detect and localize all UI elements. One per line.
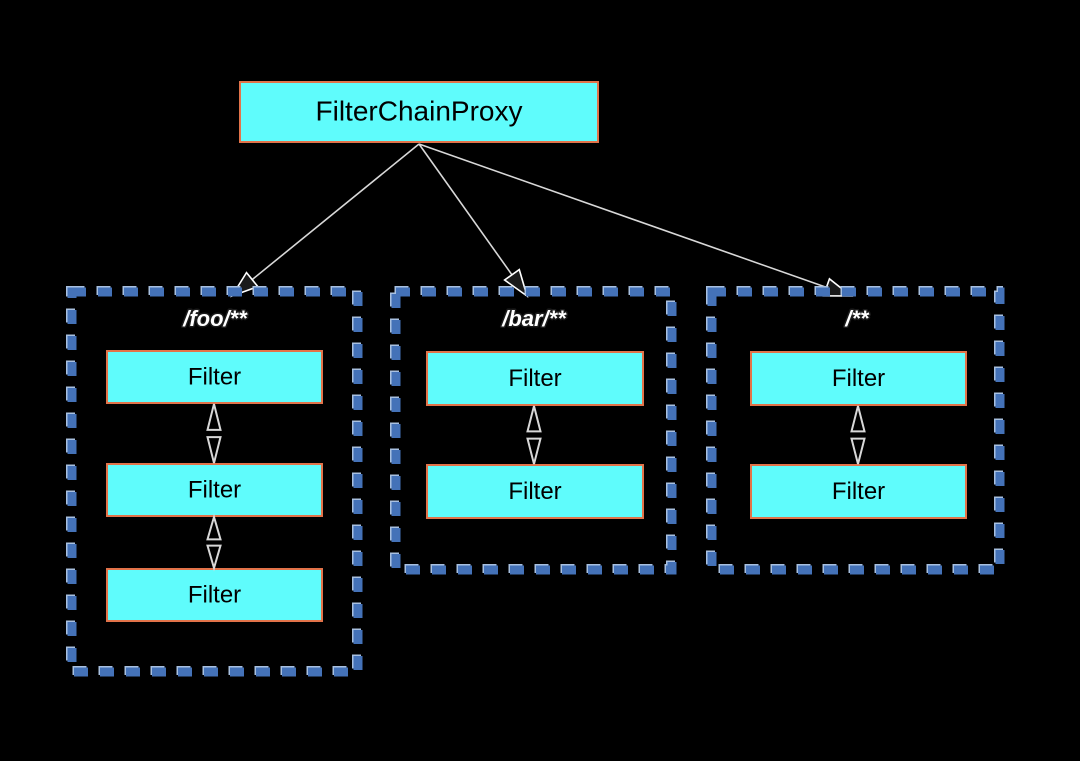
chain-bar-arrow-up-0: [526, 405, 542, 433]
chain-any-arrow-down-0: [850, 437, 866, 465]
chain-foo-group[interactable]: [66, 286, 363, 677]
chain-bar-filter-label-1: Filter: [508, 478, 561, 505]
chain-bar-edge-arrowhead: [503, 268, 529, 298]
chain-foo-pattern-label-text: /foo/**: [182, 306, 248, 331]
chain-bar-filter-0[interactable]: Filter: [426, 351, 644, 406]
chain-foo-filter-0[interactable]: Filter: [106, 350, 323, 404]
chain-foo-group-border[interactable]: [67, 287, 363, 677]
chain-foo-filter-2[interactable]: Filter: [106, 568, 323, 622]
chain-any-arrow-up-0: [850, 405, 866, 433]
chain-bar-edge: [418, 143, 529, 298]
chain-groups-layer: [66, 286, 1005, 677]
chain-foo-connector-0: [206, 403, 222, 464]
chain-bar-arrow-down-0: [526, 437, 542, 465]
filter-chain-proxy-node[interactable]: FilterChainProxy: [239, 81, 599, 143]
chain-any-group-border[interactable]: [707, 287, 1005, 575]
chain-foo-arrow-down-1: [206, 544, 222, 572]
nodes-layer: FilterChainProxy/foo/**/foo/**FilterFilt…: [106, 81, 967, 622]
filter-chain-proxy-node-rect[interactable]: [239, 81, 599, 143]
chain-foo-arrow-up-0: [206, 403, 222, 431]
chain-bar-pattern-label-text: /bar/**: [501, 306, 567, 331]
chain-any-filter-0[interactable]: Filter: [750, 351, 967, 406]
chain-bar-group[interactable]: [390, 286, 677, 575]
chain-any-filter-label-0: Filter: [832, 365, 885, 392]
chain-foo-filter-label-0: Filter: [188, 363, 241, 390]
filter-chain-proxy-label: FilterChainProxy: [316, 95, 523, 126]
chain-any-filter-1-rect[interactable]: [750, 464, 967, 519]
chain-foo-connector-1: [206, 513, 222, 572]
chain-any-connector-0: [850, 405, 866, 465]
chain-foo-filter-0-rect[interactable]: [106, 350, 323, 404]
chain-foo-pattern-label-outline: /foo/**: [182, 306, 248, 331]
chain-any-edge-line: [418, 143, 827, 289]
chain-foo-filter-label-2: Filter: [188, 581, 241, 608]
chain-any-group[interactable]: [706, 286, 1005, 575]
chain-bar-filter-1-rect[interactable]: [426, 464, 644, 519]
chain-any-filter-0-rect[interactable]: [750, 351, 967, 406]
chain-foo-pattern-label: /foo/**/foo/**: [181, 304, 250, 332]
chain-foo-arrow-down-0: [206, 436, 222, 464]
chain-any-filter-1[interactable]: Filter: [750, 464, 967, 519]
chain-any-pattern-label: /**/**: [843, 304, 872, 332]
chain-foo-edge-line: [251, 143, 420, 281]
chain-bar-filter-1[interactable]: Filter: [426, 464, 644, 519]
chain-bar-filter-label-0: Filter: [508, 365, 561, 392]
chain-bar-edge-line: [418, 143, 513, 276]
chain-foo-filter-label-1: Filter: [188, 476, 241, 503]
chain-foo-filter-2-rect[interactable]: [106, 568, 323, 622]
chain-foo-filter-1[interactable]: Filter: [106, 463, 323, 517]
chain-bar-filter-0-rect[interactable]: [426, 351, 644, 406]
chain-foo-arrow-up-1: [206, 513, 222, 541]
chain-any-pattern-label-text: /**: [844, 306, 870, 331]
chain-any-pattern-label-outline: /**: [844, 306, 870, 331]
chain-bar-pattern-label: /bar/**/bar/**: [500, 304, 569, 332]
chain-bar-connector-0: [526, 405, 542, 465]
chain-bar-pattern-label-outline: /bar/**: [501, 306, 567, 331]
chain-any-filter-label-1: Filter: [832, 478, 885, 505]
chain-bar-group-border[interactable]: [391, 287, 677, 575]
